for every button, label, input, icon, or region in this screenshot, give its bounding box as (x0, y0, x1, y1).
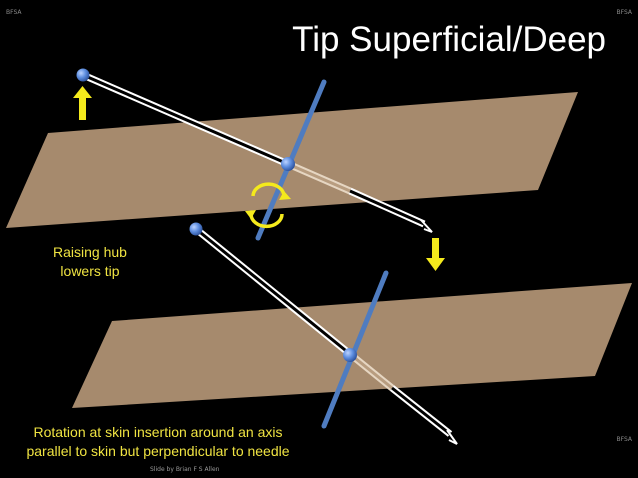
rotation-arrows-icon (245, 182, 291, 229)
pivot-ball-top (281, 157, 295, 171)
slide-title: Tip Superficial/Deep (292, 20, 606, 59)
watermark-right: BFSA (616, 436, 633, 443)
caption-raising-hub: Raising hub lowers tip (50, 243, 130, 281)
hub-ball-top (76, 68, 90, 82)
slide-credit: Slide by Brian F S Allen (150, 466, 220, 473)
pivot-ball-bottom (343, 348, 357, 362)
watermark-top-right: BFSA (616, 9, 633, 16)
caption-rotation-line2: parallel to skin but perpendicular to ne… (26, 443, 290, 459)
watermark-top-left: BFSA (6, 9, 22, 16)
caption-raise-line2: lowers tip (60, 263, 120, 279)
rotation-axis-bottom (321, 270, 389, 429)
skin-plane-bottom (72, 283, 632, 408)
caption-rotation: Rotation at skin insertion around an axi… (10, 423, 306, 461)
needle-bottom (193, 226, 458, 445)
caption-raise-line1: Raising hub (53, 244, 127, 260)
needle-top (81, 71, 433, 233)
caption-rotation-line1: Rotation at skin insertion around an axi… (33, 424, 283, 440)
up-arrow-icon (73, 86, 92, 120)
down-arrow-icon (426, 238, 445, 271)
hub-ball-bottom (189, 222, 203, 236)
